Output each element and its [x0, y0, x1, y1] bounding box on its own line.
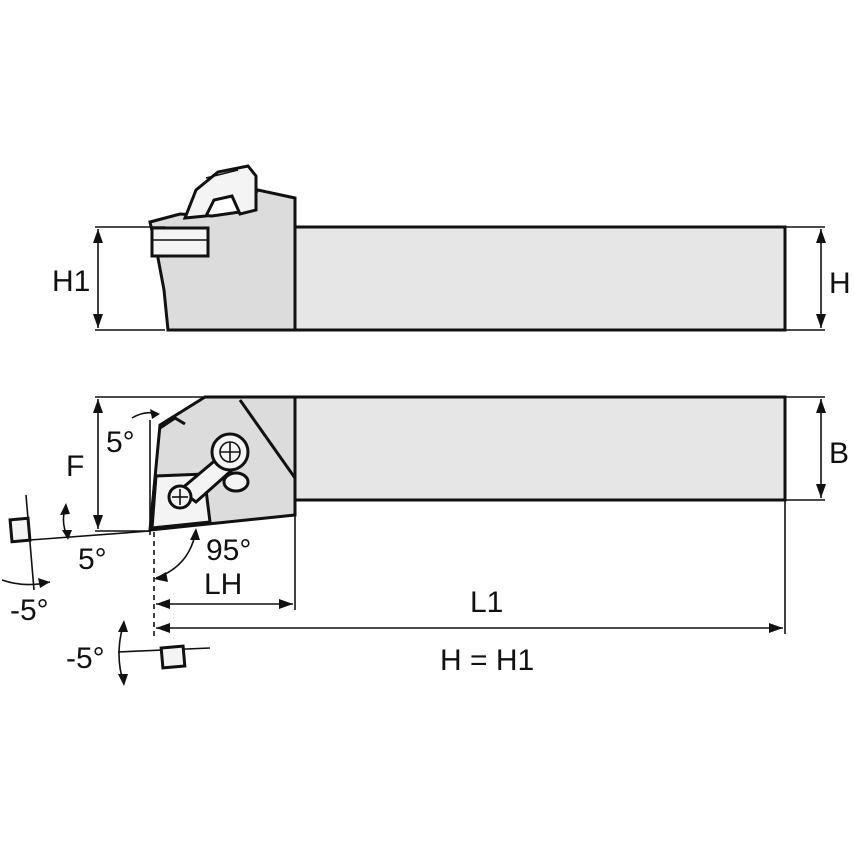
f-arrow-bottom — [93, 515, 103, 529]
h-arrow-top — [816, 229, 826, 243]
h-label: H — [829, 267, 851, 300]
h1-arrow-bottom — [93, 314, 103, 328]
b-arrow-bottom — [816, 484, 826, 498]
b-arrow-top — [816, 399, 826, 413]
h1-arrow-top — [93, 229, 103, 243]
angle-95-arc — [155, 529, 197, 579]
lh-label: LH — [204, 568, 242, 601]
l1-label: L1 — [470, 586, 503, 619]
top-shank — [293, 395, 787, 502]
b-label: B — [829, 437, 849, 470]
angle-neg5-left-label: -5° — [10, 594, 49, 627]
angle-95-arrow-top — [190, 528, 200, 540]
head-chamfer — [238, 399, 297, 479]
side-head — [148, 188, 297, 332]
nose-step — [159, 416, 186, 430]
angle-95-arrow-bottom — [154, 572, 168, 582]
angle-5-top-arrow — [150, 409, 160, 419]
angle-neg5-left-arrow — [38, 578, 50, 588]
lh-arrow-right — [279, 599, 293, 609]
angle-5-left-arrow-bottom — [62, 530, 72, 540]
h1-label: H1 — [52, 265, 90, 298]
l1-arrow-right — [769, 623, 783, 633]
clamp-lever — [182, 164, 258, 220]
lh-arrow-left — [156, 599, 170, 609]
angle-5-left-label: 5° — [78, 543, 107, 576]
top-view: F B 5° 5° -5° 95° LH — [1, 395, 849, 686]
h-equals-h1-label: H = H1 — [440, 644, 534, 677]
angle-neg5-bottom-arrow-top — [118, 620, 128, 632]
clamp-heel — [222, 471, 250, 493]
angle-95-label: 95° — [206, 534, 251, 567]
side-shank — [293, 225, 787, 332]
bottom-square-symbol — [159, 644, 187, 670]
f-arrow-top — [93, 399, 103, 413]
f-label: F — [66, 450, 84, 483]
angle-neg5-bottom-arrow-bottom — [118, 674, 128, 686]
angle-5-top-label: 5° — [106, 426, 135, 459]
left-square-symbol — [8, 516, 32, 544]
side-view: H1 H — [52, 164, 851, 332]
angle-neg5-bottom-label: -5° — [66, 642, 105, 675]
side-insert — [150, 226, 210, 258]
angle-5-left-arrow-top — [60, 503, 70, 515]
clamp-lever-edge — [205, 169, 239, 179]
l1-arrow-left — [156, 623, 170, 633]
lead-reference-line — [29, 530, 151, 541]
h-arrow-bottom — [816, 314, 826, 328]
left-ref-line — [25, 494, 35, 591]
